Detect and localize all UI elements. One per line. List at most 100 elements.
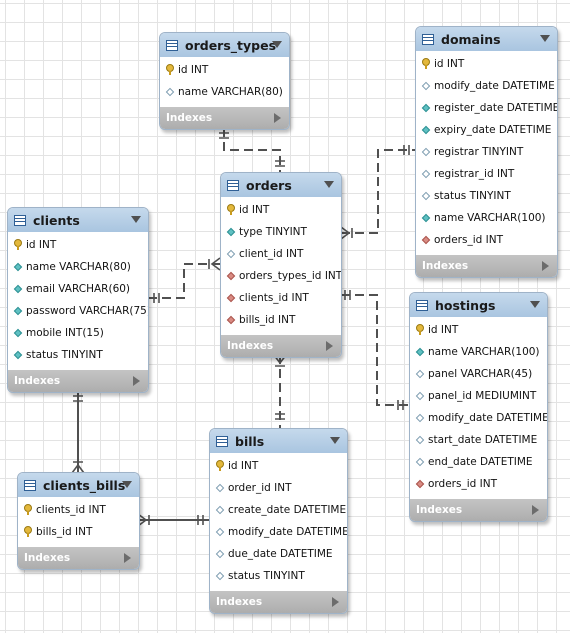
column-row[interactable]: modify_date DATETIME: [410, 407, 547, 429]
collapse-arrow-icon[interactable]: [324, 181, 334, 188]
column-definition: email VARCHAR(60): [26, 283, 131, 295]
marker-one: [219, 132, 285, 167]
column-definition: status TINYINT: [434, 190, 511, 202]
column-row[interactable]: name VARCHAR(100): [410, 341, 547, 363]
indexes-section[interactable]: Indexes: [210, 591, 347, 613]
collapse-arrow-icon[interactable]: [330, 437, 340, 444]
table-header[interactable]: orders_types: [160, 33, 289, 57]
column-row[interactable]: order_id INT: [210, 477, 347, 499]
table-icon: [14, 214, 26, 226]
table-header[interactable]: hostings: [410, 293, 547, 317]
column-row[interactable]: status TINYINT: [210, 565, 347, 587]
primary-key-icon: [226, 204, 236, 216]
expand-arrow-icon[interactable]: [133, 376, 140, 386]
column-row[interactable]: register_date DATETIME: [416, 97, 557, 119]
column-definition: modify_date DATETIME: [428, 412, 548, 424]
column-row[interactable]: mobile INT(15): [8, 322, 148, 344]
nullable-column-icon: [215, 526, 225, 538]
column-row[interactable]: registrar_id INT: [416, 163, 557, 185]
column-row[interactable]: panel_id MEDIUMINT: [410, 385, 547, 407]
column-row[interactable]: clients_id INT: [221, 287, 341, 309]
column-row[interactable]: due_date DATETIME: [210, 543, 347, 565]
table-header[interactable]: clients: [8, 208, 148, 232]
relationship-orders-types-orders[interactable]: [223, 128, 281, 172]
indexes-section[interactable]: Indexes: [221, 335, 341, 357]
column-row[interactable]: password VARCHAR(75): [8, 300, 148, 322]
indexes-section[interactable]: Indexes: [410, 499, 547, 521]
column-row[interactable]: name VARCHAR(80): [8, 256, 148, 278]
column-row[interactable]: bills_id INT: [221, 309, 341, 331]
expand-arrow-icon[interactable]: [326, 341, 333, 351]
column-row[interactable]: bills_id INT: [18, 521, 139, 543]
marker-many: [340, 145, 410, 240]
collapse-arrow-icon[interactable]: [540, 35, 550, 42]
table-header[interactable]: domains: [416, 27, 557, 51]
column-row[interactable]: id INT: [210, 455, 347, 477]
foreign-key-icon: [421, 234, 431, 246]
column-row[interactable]: id INT: [410, 319, 547, 341]
indexes-section[interactable]: Indexes: [18, 547, 139, 569]
column-row[interactable]: name VARCHAR(80): [160, 81, 289, 103]
column-row[interactable]: id INT: [8, 234, 148, 256]
table-header[interactable]: orders: [221, 173, 341, 197]
column-row[interactable]: orders_types_id INT: [221, 265, 341, 287]
column-definition: orders_id INT: [434, 234, 504, 246]
table-header[interactable]: bills: [210, 429, 347, 453]
indexes-label: Indexes: [227, 340, 274, 352]
column-row[interactable]: end_date DATETIME: [410, 451, 547, 473]
indexes-label: Indexes: [166, 112, 213, 124]
column-row[interactable]: expiry_date DATETIME: [416, 119, 557, 141]
column-row[interactable]: name VARCHAR(100): [416, 207, 557, 229]
expand-arrow-icon[interactable]: [274, 113, 281, 123]
nullable-column-icon: [226, 248, 236, 260]
column-row[interactable]: email VARCHAR(60): [8, 278, 148, 300]
table-header[interactable]: clients_bills: [18, 473, 139, 497]
expand-arrow-icon[interactable]: [542, 261, 549, 271]
relationship-orders-domains[interactable]: [341, 149, 415, 234]
column-row[interactable]: modify_date DATETIME: [416, 75, 557, 97]
column-row[interactable]: id INT: [416, 53, 557, 75]
column-definition: name VARCHAR(100): [434, 212, 546, 224]
column-row[interactable]: status TINYINT: [416, 185, 557, 207]
primary-key-icon: [165, 64, 175, 76]
collapse-arrow-icon[interactable]: [131, 216, 141, 223]
collapse-arrow-icon[interactable]: [122, 481, 132, 488]
column-row[interactable]: id INT: [160, 59, 289, 81]
table-icon: [227, 179, 239, 191]
collapse-arrow-icon[interactable]: [530, 301, 540, 308]
column-row[interactable]: registrar TINYINT: [416, 141, 557, 163]
relationship-orders-hostings[interactable]: [341, 294, 409, 406]
expand-arrow-icon[interactable]: [532, 505, 539, 515]
column-definition: name VARCHAR(100): [428, 346, 540, 358]
relationship-clients-orders[interactable]: [148, 263, 220, 299]
indexes-section[interactable]: Indexes: [160, 107, 289, 129]
column-row[interactable]: start_date DATETIME: [410, 429, 547, 451]
column-row[interactable]: orders_id INT: [416, 229, 557, 251]
column-row[interactable]: panel VARCHAR(45): [410, 363, 547, 385]
indexes-section[interactable]: Indexes: [8, 370, 148, 392]
indexes-section[interactable]: Indexes: [416, 255, 557, 277]
column-row[interactable]: client_id INT: [221, 243, 341, 265]
column-row[interactable]: type TINYINT: [221, 221, 341, 243]
expand-arrow-icon[interactable]: [124, 553, 131, 563]
column-definition: id INT: [178, 64, 209, 76]
column-row[interactable]: orders_id INT: [410, 473, 547, 495]
collapse-arrow-icon[interactable]: [272, 41, 282, 48]
column-definition: status TINYINT: [26, 349, 103, 361]
nullable-column-icon: [215, 570, 225, 582]
column-row[interactable]: modify_date DATETIME: [210, 521, 347, 543]
column-row[interactable]: create_date DATETIME: [210, 499, 347, 521]
not-null-column-icon: [415, 346, 425, 358]
column-row[interactable]: id INT: [221, 199, 341, 221]
expand-arrow-icon[interactable]: [332, 597, 339, 607]
column-definition: id INT: [434, 58, 465, 70]
column-row[interactable]: clients_id INT: [18, 499, 139, 521]
column-row[interactable]: status TINYINT: [8, 344, 148, 366]
